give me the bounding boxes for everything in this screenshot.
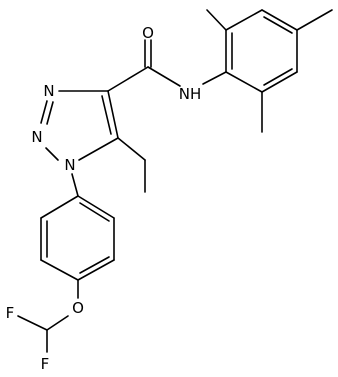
bond-ph-1-inner	[79, 202, 110, 222]
bond-c5-c4-inner	[101, 95, 112, 135]
bond-methyl-ortho-top	[206, 9, 227, 31]
atom-label-triazole-n2: N	[31, 128, 42, 146]
bond-ph-4	[40, 259, 79, 281]
bond-ph-3	[77, 259, 115, 281]
bond-n-aryl	[202, 71, 227, 85]
atom-label-fluorine-2: F	[41, 355, 50, 373]
atom-label-carbonyl-oxygen: O	[142, 24, 154, 42]
bond-mes-3	[261, 9, 298, 31]
bond-mes-2	[225, 9, 263, 31]
bond-ph-3-inner	[79, 256, 110, 274]
bond-o-chf2	[46, 315, 69, 331]
bond-n3-n2-b	[46, 101, 54, 125]
atom-label-triazole-n1: N	[64, 156, 75, 174]
bond-mes-5	[261, 71, 298, 93]
bond-mes-5-inner	[263, 68, 293, 86]
bond-n1-c5	[78, 137, 119, 161]
bond-ph-6	[40, 195, 79, 219]
atom-label-fluorine-1: F	[6, 304, 15, 322]
bond-ethyl-1	[117, 137, 146, 161]
atom-label-ether-oxygen: O	[72, 299, 84, 317]
atom-label-triazole-n3: N	[43, 82, 54, 100]
atom-label-amide-nh: NH	[179, 85, 202, 103]
bond-ph-1	[77, 195, 115, 219]
bond-mes-6	[225, 71, 263, 93]
bond-mes-3-inner	[263, 16, 293, 34]
bond-n1-phenyl	[71, 173, 79, 197]
bond-c5-c4	[107, 90, 119, 139]
bond-methyl-para	[296, 9, 333, 31]
bond-carbonyl-n	[147, 66, 181, 87]
bond-chf2-f1	[17, 315, 48, 331]
bond-n3-n2-a	[40, 100, 48, 124]
bond-c4-carbonyl	[107, 66, 149, 92]
bond-n2-n1	[45, 147, 59, 161]
